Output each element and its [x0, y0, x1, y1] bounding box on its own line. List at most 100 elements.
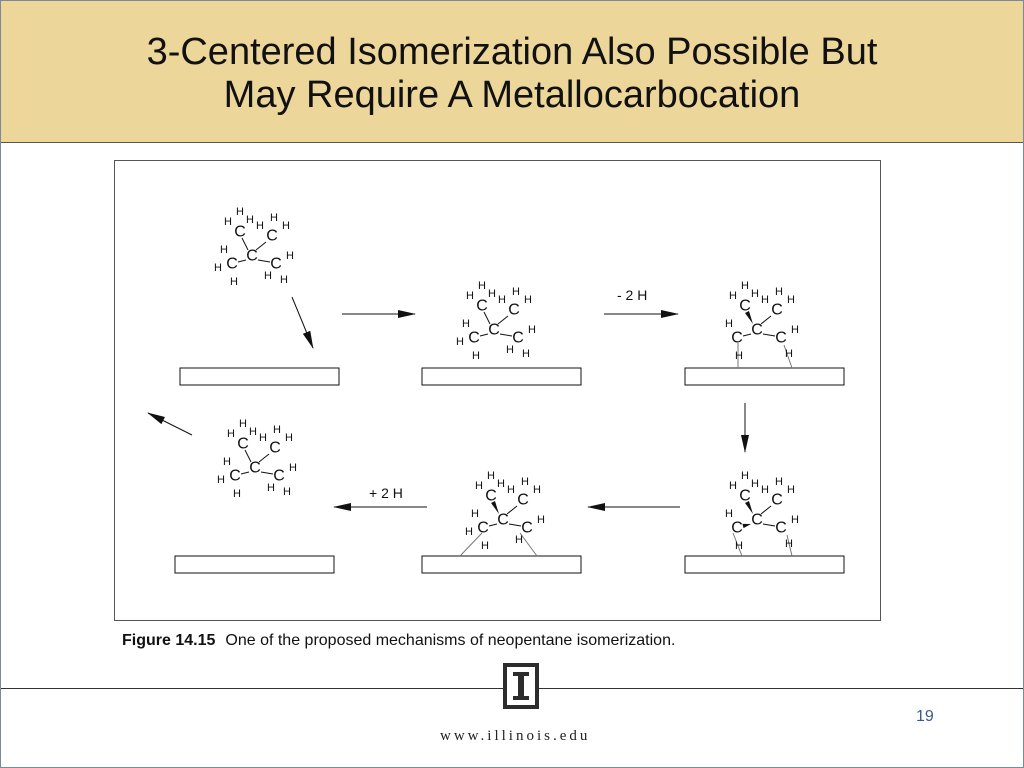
- footer-url: www.illinois.edu: [440, 728, 591, 744]
- surface-bond: [786, 534, 793, 557]
- hydrogen-atom: H: [471, 508, 479, 520]
- hydrogen-atom: H: [239, 418, 247, 430]
- hydrogen-atom: H: [227, 428, 235, 440]
- hydrogen-atom: H: [787, 294, 795, 306]
- bond-line: [241, 237, 249, 251]
- catalyst-surface: [421, 367, 582, 386]
- bond-line: [497, 315, 509, 325]
- hydrogen-atom: H: [236, 206, 244, 218]
- carbon-atom: C: [270, 256, 282, 273]
- caption-label: Figure 14.15: [122, 632, 216, 649]
- wedge-bond: [745, 311, 753, 324]
- carbon-atom: C: [229, 468, 241, 485]
- hydrogen-atom: H: [522, 348, 530, 360]
- hydrogen-atom: H: [729, 480, 737, 492]
- hydrogen-atom: H: [729, 290, 737, 302]
- hydrogen-atom: H: [537, 514, 545, 526]
- hydrogen-atom: H: [775, 286, 783, 298]
- bond-line: [258, 453, 270, 463]
- hydrogen-atom: H: [775, 476, 783, 488]
- wedge-bond: [742, 523, 751, 529]
- bond-line: [479, 333, 489, 337]
- hydrogen-atom: H: [506, 344, 514, 356]
- hydrogen-atom: H: [286, 250, 294, 262]
- illinois-logo-icon: [503, 663, 539, 709]
- figure-frame: [114, 160, 881, 621]
- bond-line: [506, 505, 518, 515]
- hydrogen-atom: H: [533, 484, 541, 496]
- carbon-atom: C: [739, 488, 751, 505]
- hydrogen-atom: H: [256, 220, 264, 232]
- bond-line: [260, 471, 274, 475]
- bond-line: [760, 315, 772, 325]
- carbon-atom: C: [226, 256, 238, 273]
- hydrogen-atom: H: [224, 216, 232, 228]
- carbon-atom: C: [771, 492, 783, 509]
- surface-bond: [519, 532, 538, 557]
- bond-line: [499, 333, 513, 337]
- carbon-atom: C: [751, 322, 763, 339]
- hydrogen-atom: H: [233, 488, 241, 500]
- hydrogen-atom: H: [741, 280, 749, 292]
- surface-bond: [783, 344, 793, 369]
- surface-bond: [459, 532, 483, 557]
- hydrogen-atom: H: [791, 514, 799, 526]
- carbon-atom: C: [476, 298, 488, 315]
- catalyst-surface: [684, 555, 845, 574]
- hydrogen-atom: H: [725, 318, 733, 330]
- carbon-atom: C: [517, 492, 529, 509]
- hydrogen-atom: H: [735, 540, 743, 552]
- hydrogen-atom: H: [498, 294, 506, 306]
- hydrogen-atom: H: [487, 470, 495, 482]
- carbon-atom: C: [269, 440, 281, 457]
- catalyst-surface: [179, 367, 340, 386]
- hydrogen-atom: H: [735, 350, 743, 362]
- hydrogen-atom: H: [512, 286, 520, 298]
- carbon-atom: C: [731, 520, 743, 537]
- bond-line: [742, 333, 752, 337]
- slide-title: 3-Centered Isomerization Also Possible B…: [1, 31, 1023, 117]
- hydrogen-atom: H: [751, 478, 759, 490]
- carbon-atom: C: [234, 224, 246, 241]
- hydrogen-atom: H: [515, 534, 523, 546]
- hydrogen-atom: H: [273, 424, 281, 436]
- hydrogen-atom: H: [223, 456, 231, 468]
- title-line-2: May Require A Metallocarbocation: [223, 74, 801, 116]
- carbon-atom: C: [775, 520, 787, 537]
- bond-line: [483, 311, 491, 325]
- hydrogen-atom: H: [267, 482, 275, 494]
- reaction-arrow: [147, 412, 193, 436]
- title-line-1: 3-Centered Isomerization Also Possible B…: [146, 31, 878, 73]
- bond-line: [240, 471, 250, 475]
- carbon-atom: C: [485, 488, 497, 505]
- hydrogen-atom: H: [214, 262, 222, 274]
- bond-line: [244, 449, 252, 463]
- hydrogen-atom: H: [264, 270, 272, 282]
- catalyst-surface: [684, 367, 845, 386]
- hydrogen-atom: H: [787, 484, 795, 496]
- catalyst-surface: [174, 555, 335, 574]
- hydrogen-atom: H: [791, 324, 799, 336]
- bond-line: [255, 241, 267, 251]
- page-number: 19: [916, 708, 934, 725]
- hydrogen-atom: H: [456, 336, 464, 348]
- minus-2h-label: - 2 H: [617, 287, 647, 303]
- carbon-atom: C: [521, 520, 533, 537]
- hydrogen-atom: H: [259, 432, 267, 444]
- hydrogen-atom: H: [462, 318, 470, 330]
- hydrogen-atom: H: [280, 274, 288, 286]
- hydrogen-atom: H: [497, 478, 505, 490]
- carbon-atom: C: [512, 330, 524, 347]
- bond-line: [762, 333, 776, 337]
- carbon-atom: C: [739, 298, 751, 315]
- carbon-atom: C: [468, 330, 480, 347]
- wedge-bond: [745, 501, 753, 514]
- carbon-atom: C: [731, 330, 743, 347]
- hydrogen-atom: H: [524, 294, 532, 306]
- hydrogen-atom: H: [785, 538, 793, 550]
- hydrogen-atom: H: [741, 470, 749, 482]
- hydrogen-atom: H: [475, 480, 483, 492]
- hydrogen-atom: H: [230, 276, 238, 288]
- hydrogen-atom: H: [528, 324, 536, 336]
